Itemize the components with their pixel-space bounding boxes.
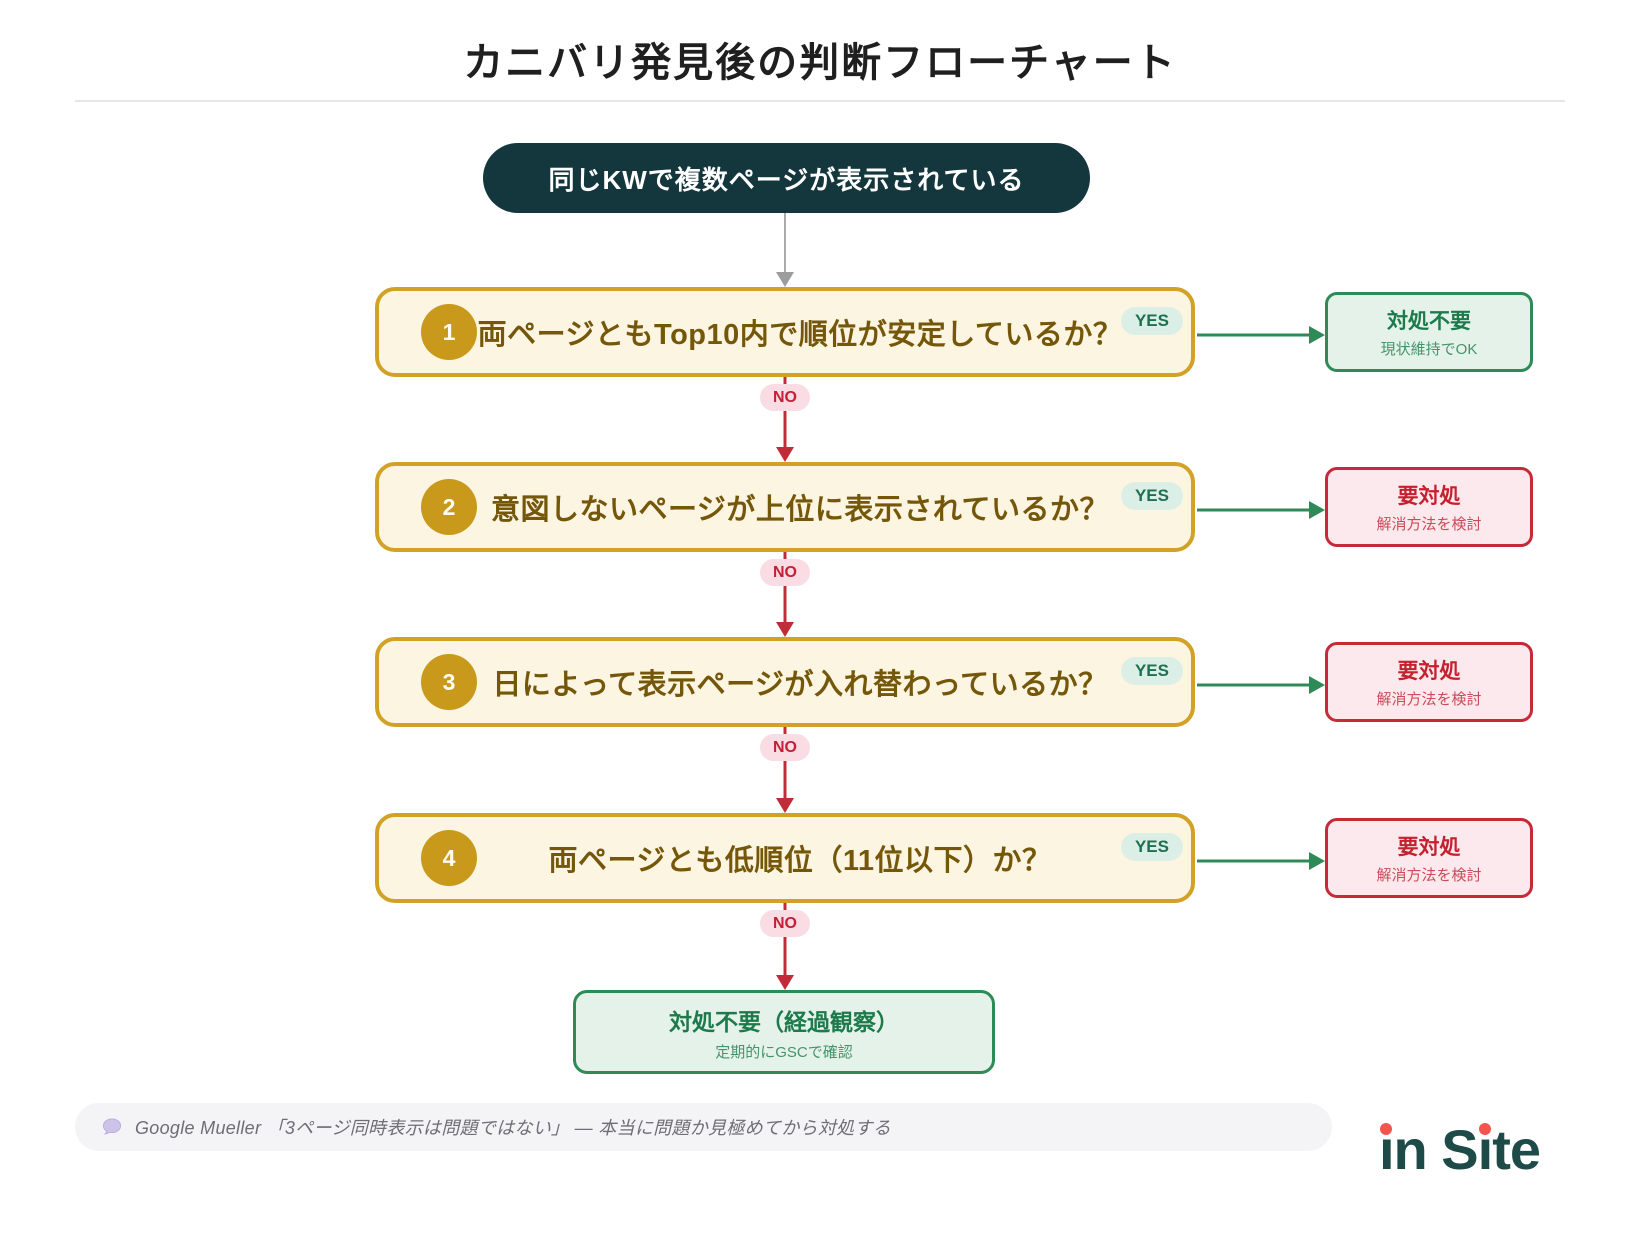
question-box-4: 4 両ページとも低順位（11位以下）か？ YES [375,813,1195,903]
no-connector: NO [755,903,815,990]
question-box-2: 2 意図しないページが上位に表示されているか？ YES [375,462,1195,552]
result-title: 要対処 [1397,836,1461,859]
final-subtitle: 定期的にGSCで確認 [715,1043,853,1061]
question-text: 意図しないページが上位に表示されているか？ [490,494,1110,526]
arrow-right-icon [1309,852,1325,870]
no-badge: NO [760,559,810,587]
yes-arrow [1197,500,1325,520]
divider [75,100,1565,102]
result-title: 要対処 [1397,485,1461,508]
result-box-action-needed: 要対処 解消方法を検討 [1325,467,1533,547]
connector-line [783,727,787,798]
yes-arrow [1197,675,1325,695]
arrow-down-icon [776,798,794,813]
brand-logo: ın Sıte [1356,1118,1541,1181]
step-number-badge: 1 [421,304,477,360]
page-title: カニバリ発見後の判断フローチャート [463,41,1177,85]
yes-badge: YES [1120,833,1183,862]
connector-line [783,377,787,447]
start-node-label: 同じKWで複数ページが表示されている [548,164,1025,195]
no-connector: NO [755,727,815,813]
arrow-right-icon [1309,326,1325,344]
connector-line [783,552,787,622]
arrow-right-icon [1309,501,1325,519]
yes-arrow [1197,851,1325,871]
no-badge: NO [760,384,810,412]
result-subtitle: 解消方法を検討 [1376,691,1482,708]
arrow-line [1197,683,1309,687]
yes-badge: YES [1120,482,1183,511]
result-title: 要対処 [1397,660,1461,683]
step-number-badge: 3 [421,654,477,710]
result-subtitle: 解消方法を検討 [1376,867,1482,884]
arrow-line [1197,859,1309,863]
question-box-1: 1 両ページともTop10内で順位が安定しているか？ YES [375,287,1195,377]
question-text: 両ページともTop10内で順位が安定しているか？ [477,319,1123,351]
yes-badge: YES [1120,657,1183,686]
question-text: 両ページとも低順位（11位以下）か？ [548,845,1052,877]
speech-bubble-icon [102,1118,122,1135]
connector-line [783,903,787,975]
footer-note: Google Mueller 「3ページ同時表示は問題ではない」 — 本当に問題… [75,1103,1332,1151]
step-number-badge: 2 [421,479,477,535]
arrow-right-icon [1309,676,1325,694]
logo-letter-i: ı [1378,1118,1395,1181]
logo-text: te [1492,1118,1541,1181]
no-connector: NO [755,377,815,462]
no-connector: NO [755,552,815,637]
result-box-action-needed: 要対処 解消方法を検討 [1325,818,1533,898]
result-subtitle: 解消方法を検討 [1376,516,1482,533]
question-text: 日によって表示ページが入れ替わっているか？ [492,669,1108,701]
footer-quote: Google Mueller 「3ページ同時表示は問題ではない」 — 本当に問題… [135,1118,892,1138]
start-node: 同じKWで複数ページが表示されている [483,143,1090,213]
result-subtitle: 現状維持でOK [1380,341,1478,358]
logo-letter-i: ı [1477,1118,1494,1181]
arrow-down-icon [776,975,794,990]
logo-text: n S [1393,1118,1479,1181]
question-box-3: 3 日によって表示ページが入れ替わっているか？ YES [375,637,1195,727]
arrow-line [1197,508,1309,512]
arrow-line [1197,333,1309,337]
no-badge: NO [760,734,810,762]
yes-badge: YES [1120,307,1183,336]
result-box-no-action: 対処不要 現状維持でOK [1325,292,1533,372]
arrow-down-icon [776,447,794,462]
arrow-down-icon [776,272,794,287]
start-connector [755,213,815,287]
final-node: 対処不要（経過観察） 定期的にGSCで確認 [573,990,995,1074]
yes-arrow [1197,325,1325,345]
step-number-badge: 4 [421,830,477,886]
arrow-down-icon [776,622,794,637]
final-title: 対処不要（経過観察） [669,1008,899,1035]
connector-line [784,213,786,272]
result-box-action-needed: 要対処 解消方法を検討 [1325,642,1533,722]
no-badge: NO [760,910,810,938]
result-title: 対処不要 [1387,310,1471,333]
